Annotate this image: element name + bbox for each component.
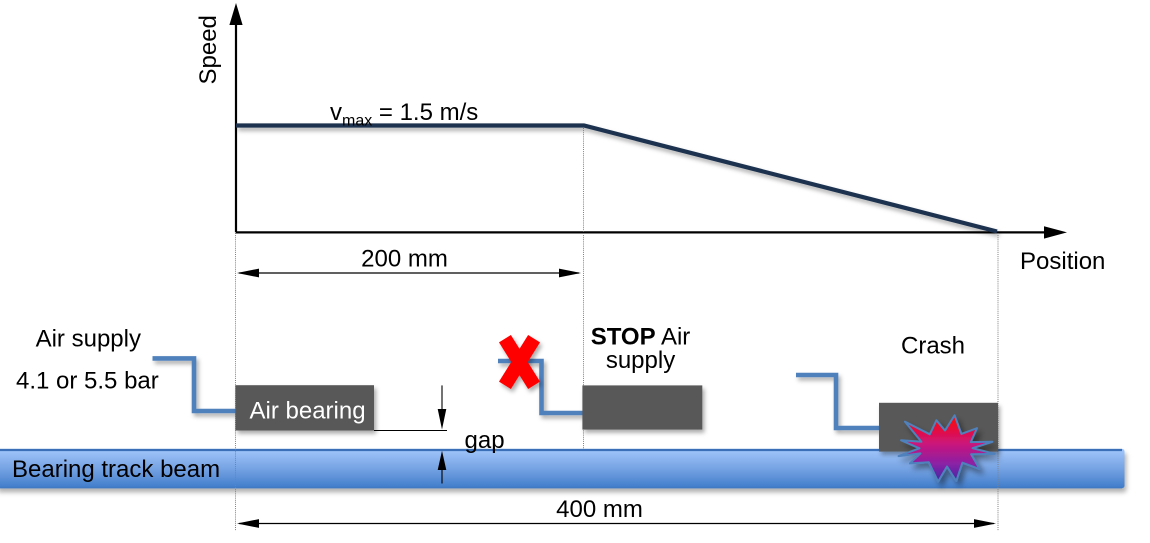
svg-text:Crash: Crash	[901, 333, 965, 360]
svg-text:supply: supply	[606, 347, 675, 374]
svg-text:gap: gap	[465, 427, 505, 454]
svg-text:Speed: Speed	[195, 15, 222, 84]
svg-text:4.1 or 5.5 bar: 4.1 or 5.5 bar	[16, 368, 159, 395]
svg-text:Air bearing: Air bearing	[250, 398, 366, 425]
svg-text:400 mm: 400 mm	[556, 496, 643, 523]
svg-text:Bearing track beam: Bearing track beam	[12, 456, 220, 483]
svg-text:Air supply: Air supply	[36, 326, 141, 353]
svg-text:Position: Position	[1020, 248, 1105, 275]
svg-text:STOP Air: STOP Air	[591, 324, 691, 351]
svg-text:vmax = 1.5 m/s: vmax = 1.5 m/s	[330, 99, 478, 129]
svg-text:200 mm: 200 mm	[361, 246, 448, 273]
